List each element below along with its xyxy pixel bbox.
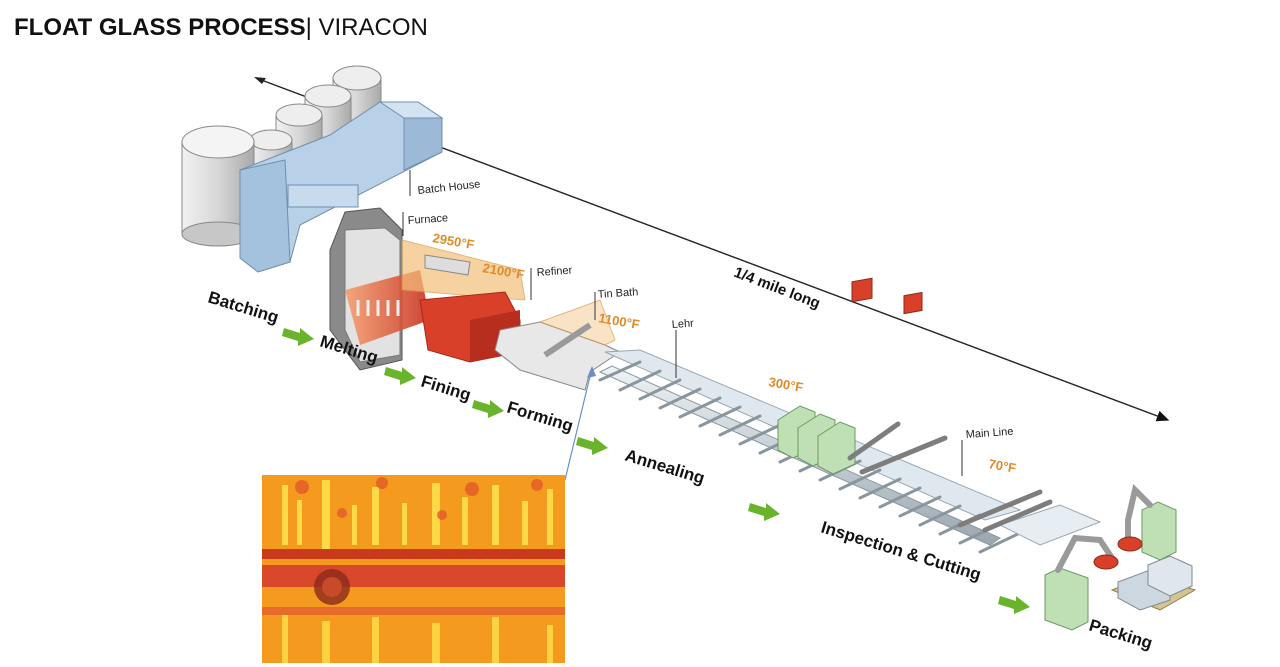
arrow-right-icon — [748, 503, 780, 521]
label-batch-house: Batch House — [417, 178, 481, 197]
step-forming: Forming — [505, 398, 576, 436]
arrow-right-icon — [384, 367, 416, 385]
tin-bath — [494, 299, 622, 391]
label-refiner: Refiner — [536, 265, 573, 279]
inspection-units — [777, 277, 948, 475]
arrow-right-icon — [472, 400, 504, 418]
step-fining: Fining — [419, 372, 473, 405]
label-lehr: Lehr — [671, 317, 694, 331]
arrow-right-icon — [576, 437, 608, 455]
temp-tin-bath: 1100°F — [597, 310, 640, 332]
flow-arrows — [282, 328, 1030, 614]
step-annealing: Annealing — [623, 446, 707, 488]
title-main: FLOAT GLASS PROCESS — [14, 14, 306, 41]
title-company: | VIRACON — [305, 14, 428, 41]
arrow-right-icon — [998, 596, 1030, 614]
temp-lehr: 300°F — [767, 374, 804, 395]
packing-station — [1044, 484, 1197, 631]
batch-house — [239, 101, 444, 273]
label-length: 1/4 mile long — [732, 264, 823, 312]
step-packing: Packing — [1087, 616, 1155, 653]
molten-glass-photo — [262, 475, 565, 663]
label-furnace: Furnace — [407, 212, 448, 227]
step-batching: Batching — [206, 288, 281, 327]
temp-main-line: 70°F — [987, 456, 1017, 476]
molten-glass-photo-icon — [262, 475, 565, 663]
photo-pointer — [564, 367, 593, 481]
temp-refiner: 2100°F — [481, 260, 525, 282]
page-title: FLOAT GLASS PROCESS| VIRACON — [14, 14, 428, 42]
temp-furnace: 2950°F — [431, 230, 475, 252]
arrow-right-icon — [282, 328, 314, 346]
label-main-line: Main Line — [965, 426, 1013, 441]
length-arrow-start — [254, 77, 266, 84]
label-tin-bath: Tin Bath — [597, 286, 638, 301]
furnace — [329, 207, 526, 371]
